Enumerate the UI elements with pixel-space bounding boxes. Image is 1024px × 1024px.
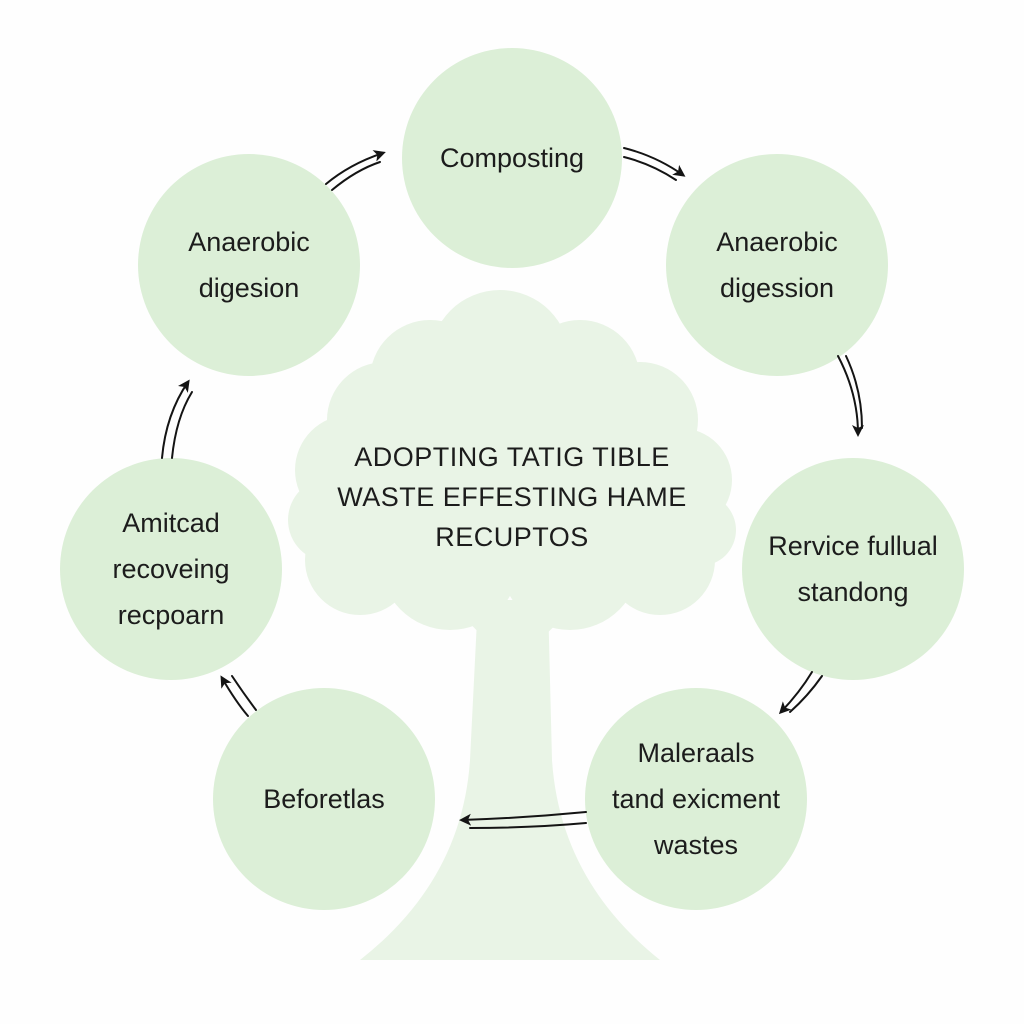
node-label: Beforetlas	[263, 784, 385, 814]
node-label: Anaerobic digesion	[188, 227, 310, 303]
node-label: Rervice fullual standong	[768, 531, 938, 607]
arrow-amitcad-to-anaerobic	[161, 379, 193, 459]
arrow-anaerobic-to-revice	[837, 355, 864, 437]
arrow-revice-to-maleraals	[778, 671, 823, 715]
arrow-maleraals-to-beforetlas	[459, 811, 587, 829]
node-beforetlas: Beforetlas	[213, 688, 435, 910]
node-label: Composting	[439, 143, 585, 173]
node-label: Amitcad recoveing recpoarn	[112, 508, 230, 630]
node-amitcad-recoveing: Amitcad recoveing recpoarn	[60, 458, 282, 680]
node-anaerobic-digession: Anaerobic digession	[666, 154, 888, 376]
arrow-composting-to-anaerobic	[623, 147, 686, 181]
node-label: Anaerobic digession	[716, 227, 838, 303]
node-rervice-fullual-standong: Rervice fullual standong	[742, 458, 964, 680]
node-maleraals-wastes: Maleraals tand exicment wastes	[585, 688, 807, 910]
node-label: Maleraals tand exicment wastes	[611, 738, 781, 860]
center-title: ADOPTING TATIG TIBLE WASTE EFFESTING HAM…	[337, 442, 687, 552]
node-composting: Composting	[402, 48, 622, 268]
arrow-anaerobic-to-composting	[325, 150, 386, 191]
node-anaerobic-digesion: Anaerobic digesion	[138, 154, 360, 376]
arrow-beforetlas-to-amitcad	[220, 675, 257, 717]
